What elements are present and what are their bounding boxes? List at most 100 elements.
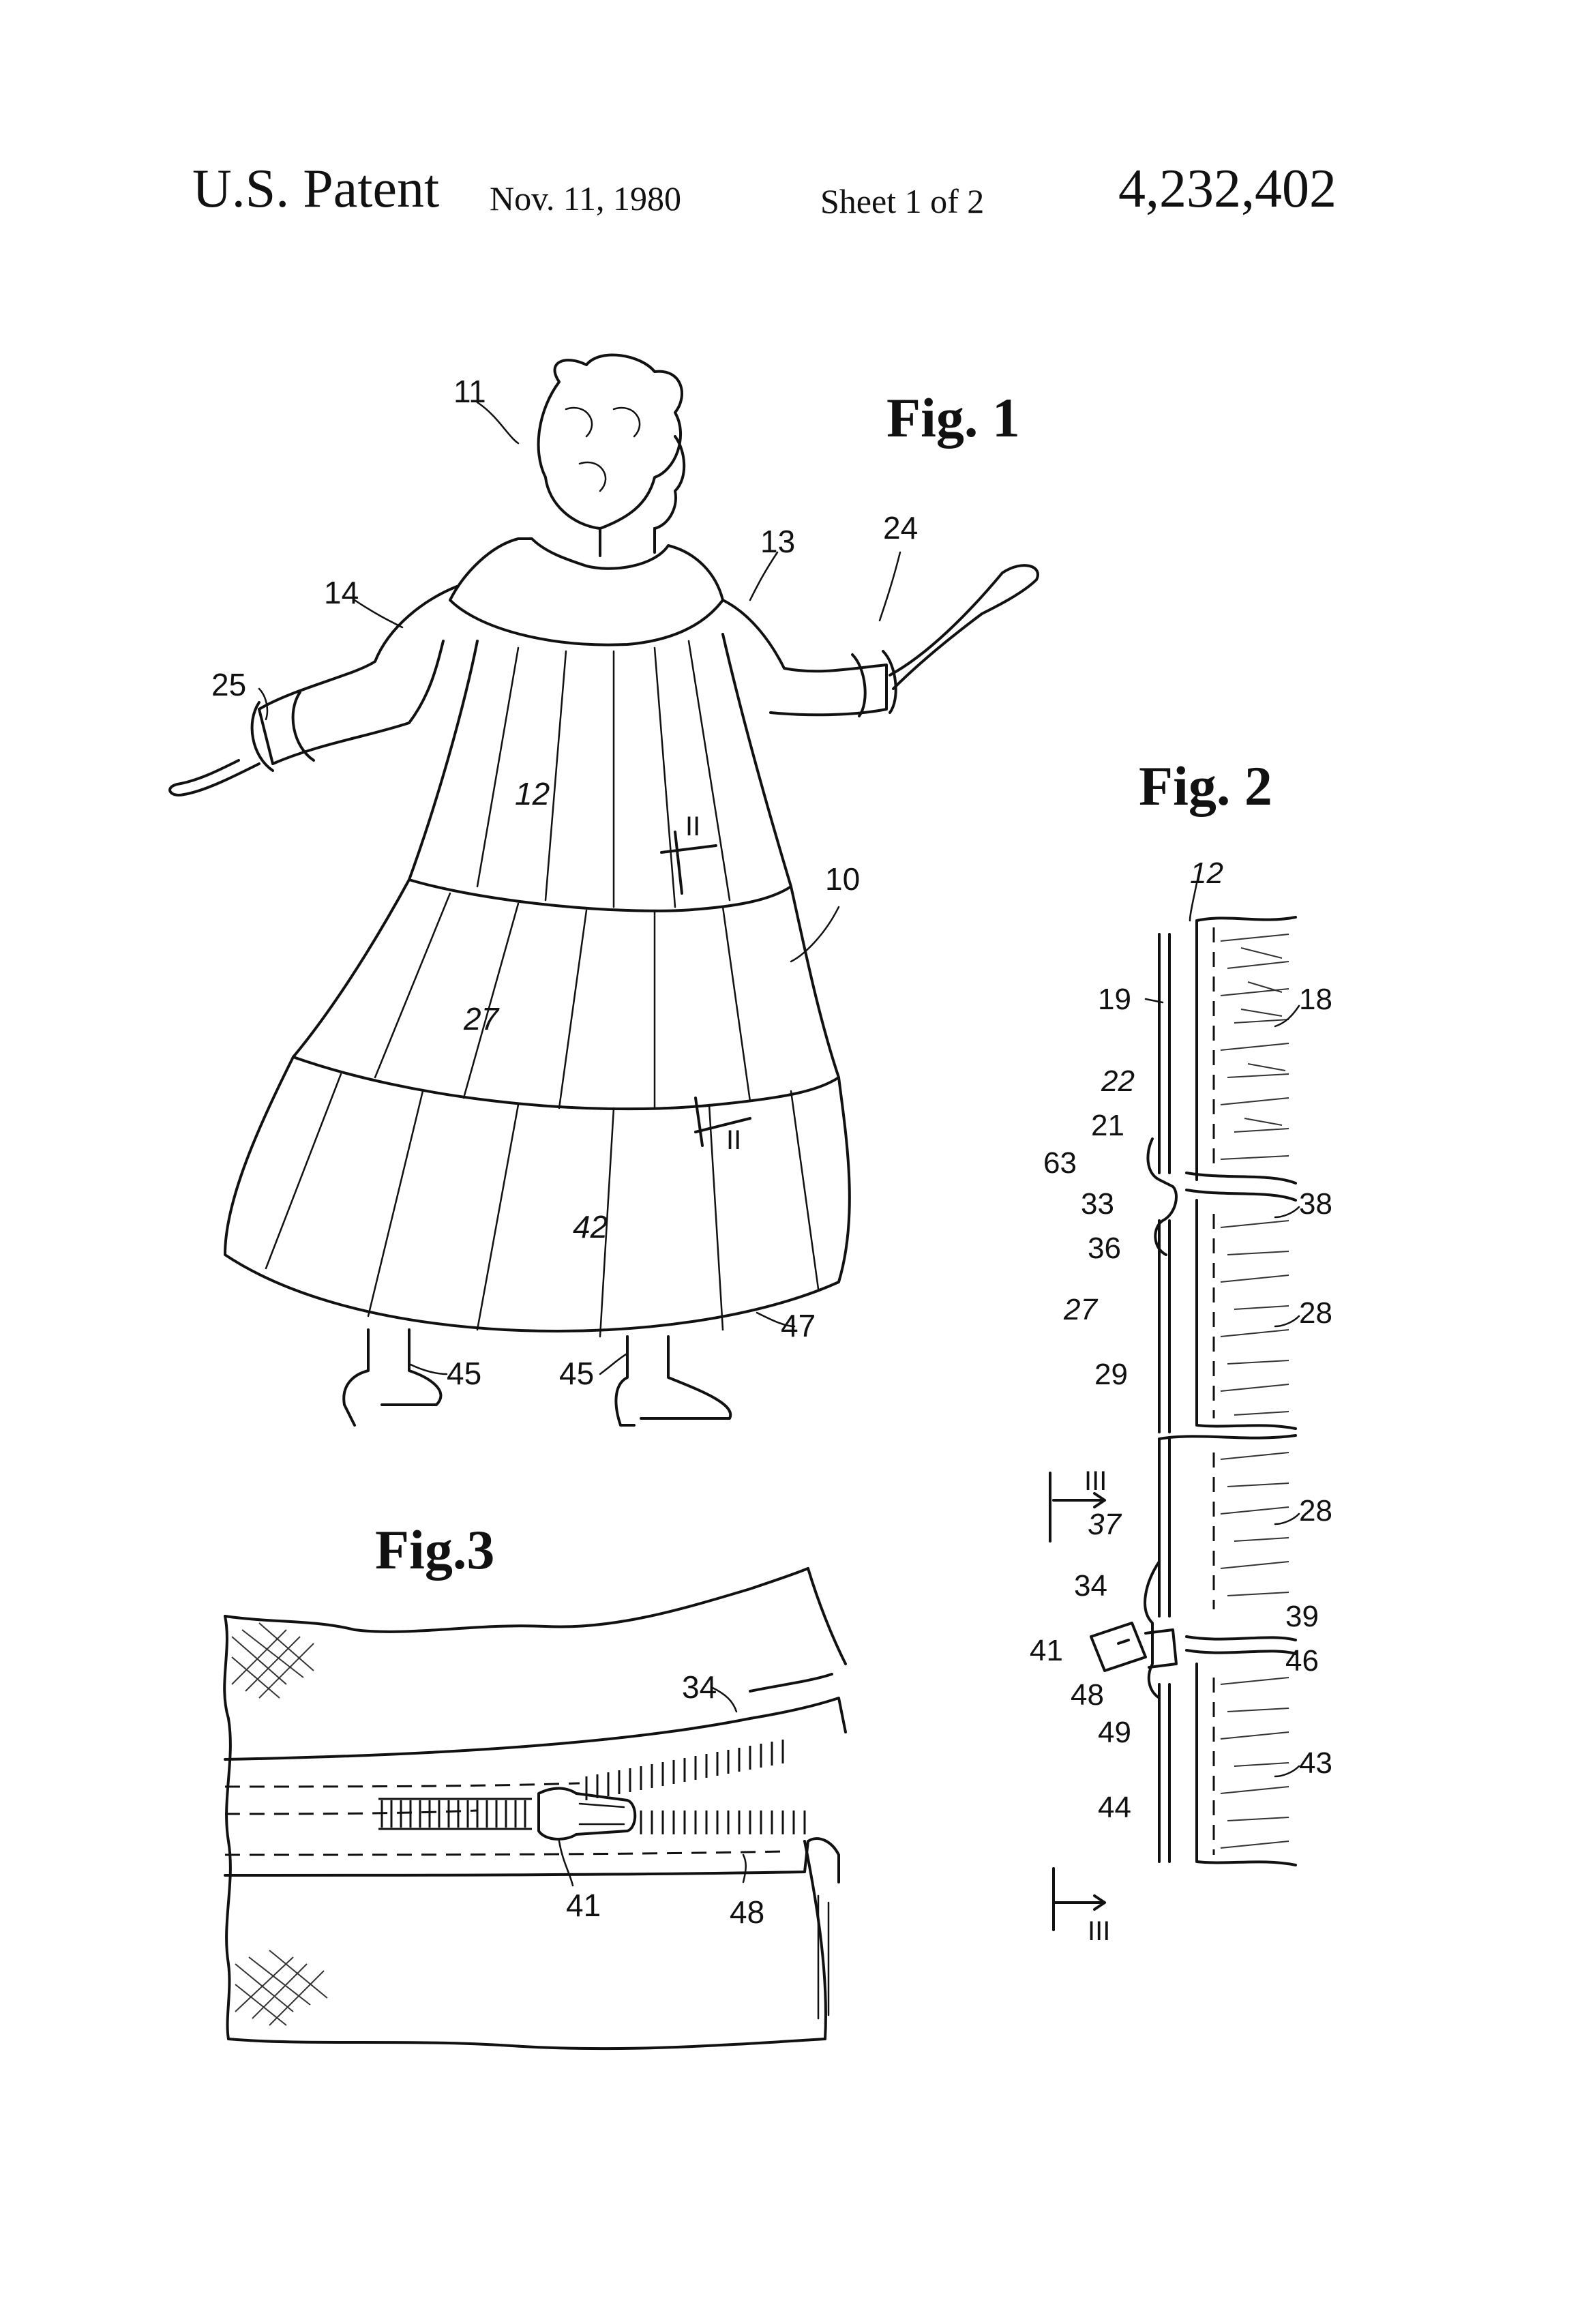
leader-fig2-43: [1274, 1765, 1300, 1778]
right-arm-hand: [889, 564, 1039, 690]
leader-fig2-38: [1274, 1206, 1300, 1219]
coat-middle-tier: [292, 878, 840, 1111]
fig2-label-12: 12: [1190, 856, 1223, 890]
section-mark-ii-upper: [660, 831, 717, 895]
leader-24: [878, 551, 901, 622]
fig2-lower-junction: [1144, 1560, 1161, 1699]
leader-25: [258, 687, 269, 721]
fig3-title: Fig.3: [375, 1519, 494, 1581]
fig3-label-34: 34: [682, 1669, 717, 1705]
fig3-tape-34: [224, 1697, 847, 1761]
coat-left-sleeve: [258, 585, 458, 765]
fig2-label-28b: 28: [1299, 1494, 1332, 1528]
fig2-label-37: 37: [1088, 1508, 1122, 1541]
top-tier-seams: [476, 640, 731, 908]
fig1-label-27: 27: [463, 1001, 500, 1037]
fig3-right-hem: [817, 1894, 830, 2020]
fig2-label-49: 49: [1098, 1716, 1131, 1749]
fig1-label-12: 12: [515, 776, 550, 811]
coat-bottom-tier: [224, 1056, 851, 1332]
fig3-bottom-edge: [227, 2038, 826, 2051]
fig2-label-iii-lower: III: [1088, 1916, 1110, 1946]
fig2-panel-seam-38: [1185, 1172, 1297, 1202]
leader-47: [756, 1311, 796, 1328]
fig1-title: Fig. 1: [886, 387, 1020, 449]
leader-fig2-19: [1144, 998, 1164, 1004]
fig3-fabric-hatch-bottom: [235, 1950, 328, 2026]
fig2-zipper-pull: [1090, 1622, 1147, 1672]
leader-fig2-28a: [1274, 1315, 1300, 1328]
fig2-drawing: Fig. 2: [1030, 755, 1332, 1946]
fig1-label-45a: 45: [447, 1356, 481, 1391]
fig2-label-27: 27: [1063, 1293, 1098, 1326]
fig2-label-28a: 28: [1299, 1296, 1332, 1330]
fig3-stitch-upper: [224, 1782, 580, 1788]
patent-date: Nov. 11, 1980: [490, 179, 682, 218]
fig1-label-47: 47: [781, 1308, 816, 1343]
fig2-label-36: 36: [1088, 1232, 1121, 1265]
right-leg-shoe: [614, 1335, 732, 1427]
fig2-label-38: 38: [1299, 1187, 1332, 1221]
coat-right-sleeve: [721, 599, 888, 717]
leader-fig2-12: [1189, 882, 1198, 922]
fig2-middle-panel: [1195, 1199, 1297, 1430]
fig2-label-iii-upper: III: [1084, 1466, 1107, 1496]
fig2-label-44: 44: [1098, 1791, 1131, 1824]
leader-14: [353, 599, 404, 629]
leader-fig3-48: [742, 1853, 747, 1883]
neck: [599, 527, 656, 557]
fig2-label-18: 18: [1299, 983, 1332, 1016]
fig2-upper-fur: [1220, 934, 1289, 1160]
fig3-fabric-hatch-top: [231, 1622, 314, 1699]
fig1-label-13: 13: [760, 524, 795, 559]
coat-top-tier: [408, 633, 792, 912]
left-leg-shoe: [342, 1328, 443, 1427]
fig2-label-48: 48: [1071, 1678, 1104, 1712]
right-cuff: [851, 650, 897, 717]
leader-45b: [599, 1352, 629, 1375]
fig3-label-41: 41: [566, 1888, 601, 1923]
fig3-label-48: 48: [730, 1894, 764, 1930]
fig2-zipper-junction: [1146, 1137, 1178, 1256]
fig2-section-mark-iii-lower: [1052, 1867, 1106, 1931]
fig2-label-21: 21: [1091, 1109, 1124, 1142]
fig3-left-edge: [223, 1615, 232, 2040]
fig2-middle-fur: [1220, 1220, 1289, 1416]
fig2-label-19: 19: [1098, 983, 1131, 1016]
fig2-label-41: 41: [1030, 1634, 1063, 1667]
fig1-label-11: 11: [453, 374, 486, 409]
fig2-upper-edge: [1158, 933, 1171, 1174]
fig3-tape-34-fold: [749, 1673, 833, 1693]
leader-13: [749, 551, 779, 601]
fig2-bottom-panel: [1158, 1663, 1297, 1866]
fig3-zipper-teeth-right-upper: [585, 1740, 784, 1800]
hair-curls: [565, 406, 641, 492]
fig2-label-22: 22: [1101, 1064, 1135, 1098]
leader-fig2-18: [1274, 1004, 1300, 1028]
face-profile: [653, 435, 686, 530]
fig3-stitch-lower: [224, 1850, 785, 1856]
fig2-zipper-slider: [1117, 1628, 1178, 1669]
leader-fig3-41: [558, 1840, 574, 1887]
fig2-bottom-fur: [1220, 1677, 1289, 1849]
patent-label: U.S. Patent: [192, 159, 440, 219]
fig3-zipper-pull-detail: [578, 1802, 625, 1826]
fig1-label-ii-upper: II: [685, 811, 700, 841]
fig1-drawing: Fig. 1: [168, 353, 1039, 1427]
leader-fig2-28b: [1274, 1513, 1300, 1525]
fig2-label-43: 43: [1299, 1746, 1332, 1780]
middle-tier-seams: [374, 892, 751, 1109]
fig1-label-42: 42: [573, 1209, 608, 1245]
fig2-title: Fig. 2: [1139, 755, 1272, 817]
patent-number: 4,232,402: [1118, 159, 1337, 219]
fig3-drawing: Fig.3: [223, 1519, 847, 2051]
fig2-label-46: 46: [1285, 1644, 1319, 1678]
leader-11: [476, 401, 520, 445]
fig2-label-33: 33: [1081, 1187, 1114, 1221]
fig1-label-ii-lower: II: [726, 1125, 741, 1155]
fig3-top-edge: [224, 1567, 809, 1633]
fig2-lower-middle-panel: [1158, 1434, 1297, 1618]
hair: [537, 353, 683, 530]
fig2-panel-seam-46: [1185, 1635, 1297, 1655]
fig3-zipper-teeth-left: [378, 1798, 532, 1830]
